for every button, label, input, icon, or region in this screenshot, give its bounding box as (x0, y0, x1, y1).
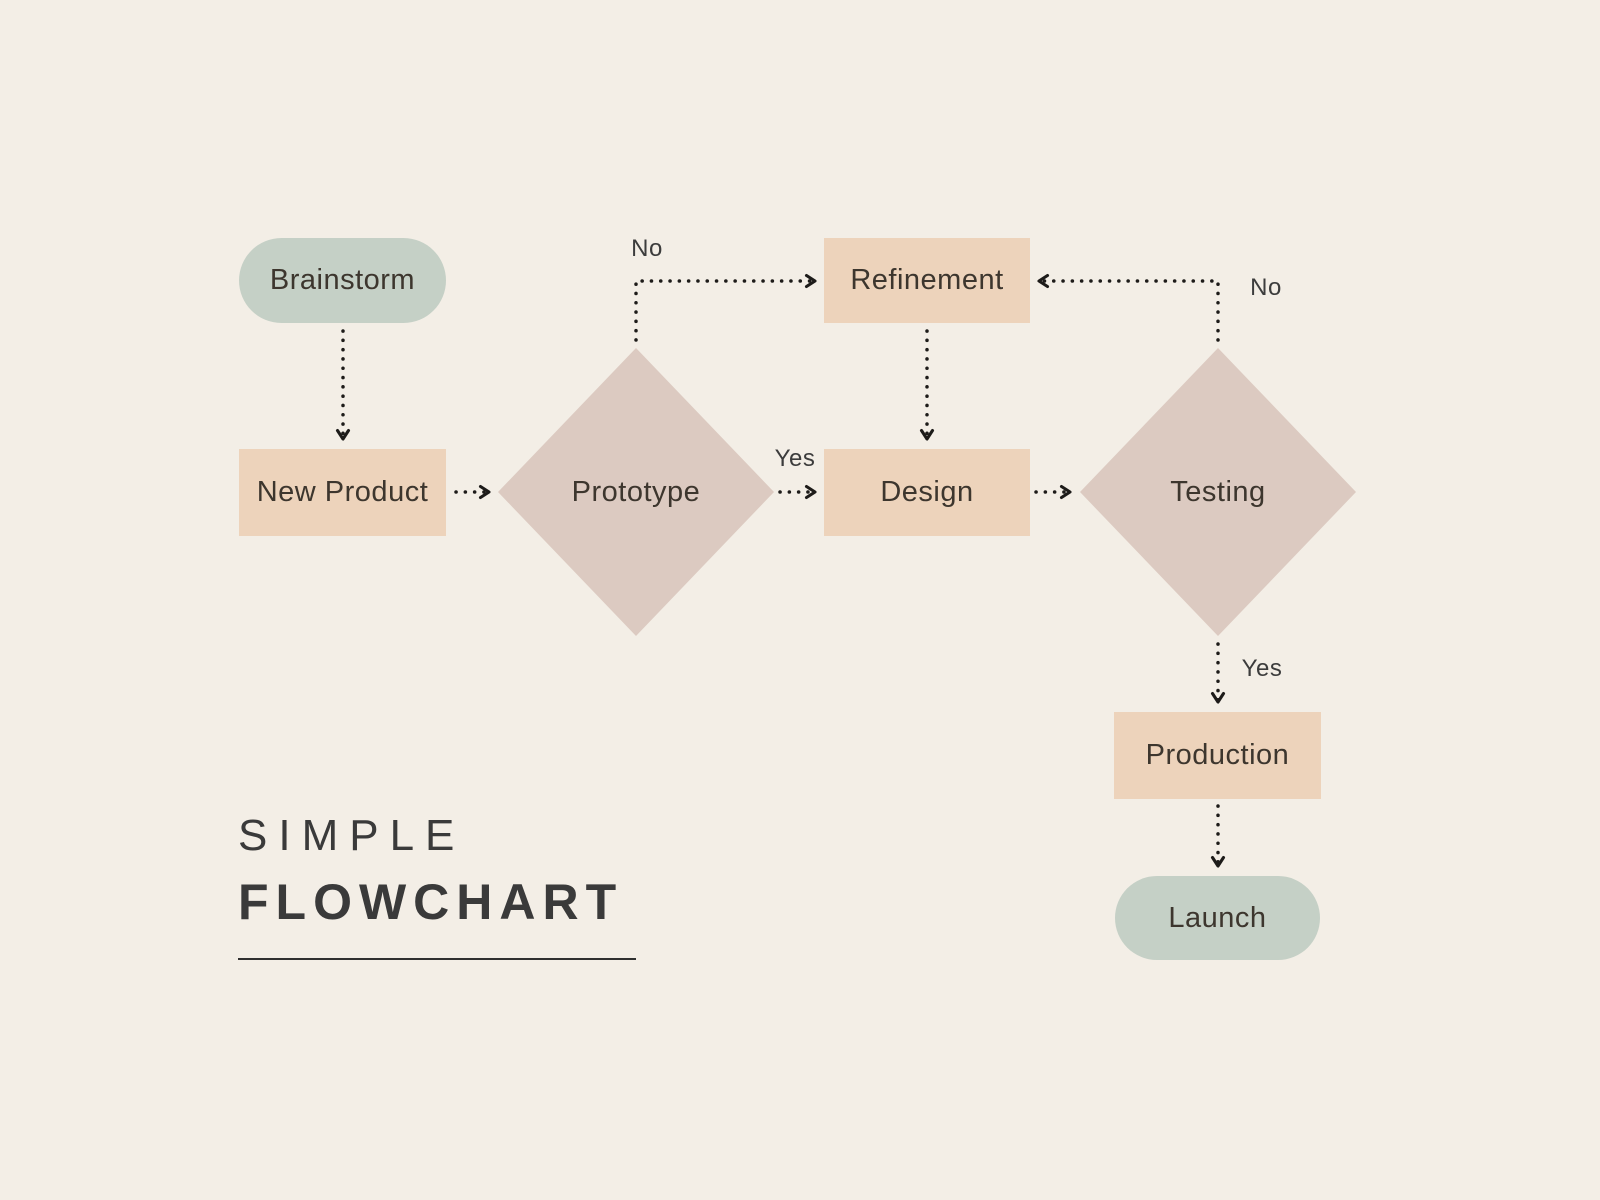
node-launch: Launch (1115, 876, 1320, 960)
edge-testing-refinement-no (1037, 273, 1220, 342)
node-design-label: Design (880, 476, 974, 509)
edge-label-testing-yes: Yes (1241, 655, 1283, 682)
edge-label-prototype-no: No (631, 235, 663, 262)
node-design: Design (824, 449, 1030, 536)
node-refinement: Refinement (824, 238, 1030, 323)
node-refinement-label: Refinement (850, 264, 1004, 297)
node-production-label: Production (1145, 739, 1290, 772)
page-title-line2: FLOWCHART (238, 874, 624, 930)
node-brainstorm: Brainstorm (239, 238, 446, 323)
node-production: Production (1114, 712, 1321, 799)
node-launch-label: Launch (1168, 901, 1267, 934)
page-title-line1: SIMPLE (238, 811, 466, 860)
node-new-product: New Product (239, 449, 446, 536)
node-brainstorm-label: Brainstorm (269, 264, 416, 297)
node-prototype-label: Prototype (571, 475, 701, 508)
node-testing-label: Testing (1170, 475, 1266, 508)
title-block: SIMPLE FLOWCHART (238, 800, 636, 960)
edge-label-prototype-yes: Yes (774, 445, 816, 472)
edge-prototype-refinement-no (634, 273, 817, 342)
edge-label-testing-no: No (1250, 274, 1282, 301)
title-underline (238, 958, 636, 960)
node-new-product-label: New Product (256, 476, 429, 509)
